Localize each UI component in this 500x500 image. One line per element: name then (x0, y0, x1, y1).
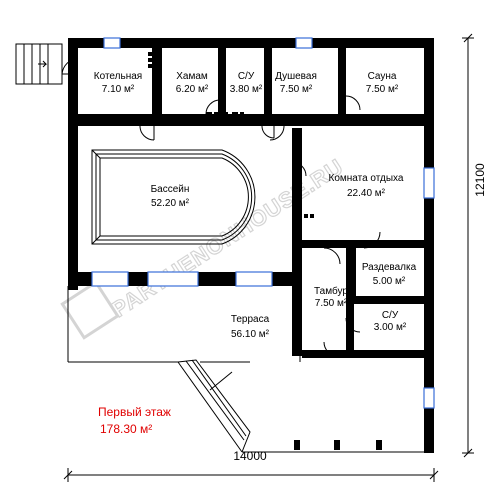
room-razdevalka: Раздевалка 5.00 м² (362, 262, 417, 287)
room-name: Терраса (231, 314, 270, 325)
room-area: 3.00 м² (374, 322, 407, 333)
dimension-width: 14000 (233, 449, 267, 463)
floor-total-area: 178.30 м² (100, 422, 152, 436)
room-area: 52.20 м² (151, 198, 190, 209)
room-name: Раздевалка (362, 262, 417, 273)
entrance-stairs (15, 43, 63, 85)
room-su-1: С/У 3.80 м² (230, 71, 263, 95)
room-name: Комната отдыха (329, 173, 404, 184)
floor-title: Первый этаж (98, 405, 171, 419)
room-terrasa: Терраса 56.10 м² (231, 314, 270, 340)
windows (91, 37, 435, 409)
room-name: Котельная (94, 71, 142, 82)
room-sauna: Сауна 7.50 м² (366, 71, 399, 95)
room-area: 6.20 м² (176, 84, 209, 95)
room-name: Хамам (176, 71, 208, 82)
room-hamam: Хамам 6.20 м² (176, 71, 209, 95)
room-komnata-otdykha: Комната отдыха 22.40 м² (329, 173, 404, 199)
room-area: 22.40 м² (347, 188, 386, 199)
room-area: 3.80 м² (230, 84, 263, 95)
room-area: 7.10 м² (102, 84, 135, 95)
room-kotelnaya: Котельная 7.10 м² (94, 71, 142, 95)
pool (91, 149, 256, 245)
room-name: Бассейн (151, 184, 190, 195)
room-su-2: С/У 3.00 м² (374, 310, 407, 333)
room-name: Душевая (275, 71, 317, 82)
room-name: С/У (238, 71, 255, 82)
dimension-lines (63, 33, 474, 482)
room-name: С/У (382, 310, 399, 321)
room-area: 5.00 м² (373, 276, 406, 287)
dimension-height: 12100 (473, 163, 487, 197)
room-area: 7.50 м² (280, 84, 313, 95)
room-name: Сауна (368, 71, 397, 82)
room-tambur: Тамбур 7.50 м² (314, 285, 348, 309)
room-labels: Котельная 7.10 м² Хамам 6.20 м² С/У 3.80… (94, 71, 417, 340)
terrace-columns (294, 440, 382, 450)
room-name: Тамбур (314, 285, 348, 297)
room-area: 7.50 м² (366, 84, 399, 95)
room-area: 7.50 м² (315, 298, 348, 309)
vents (148, 52, 376, 218)
room-dushevaya: Душевая 7.50 м² (275, 71, 317, 95)
room-basseyn: Бассейн 52.20 м² (151, 184, 190, 209)
room-area: 56.10 м² (231, 329, 270, 340)
terrace-outline (67, 286, 424, 453)
